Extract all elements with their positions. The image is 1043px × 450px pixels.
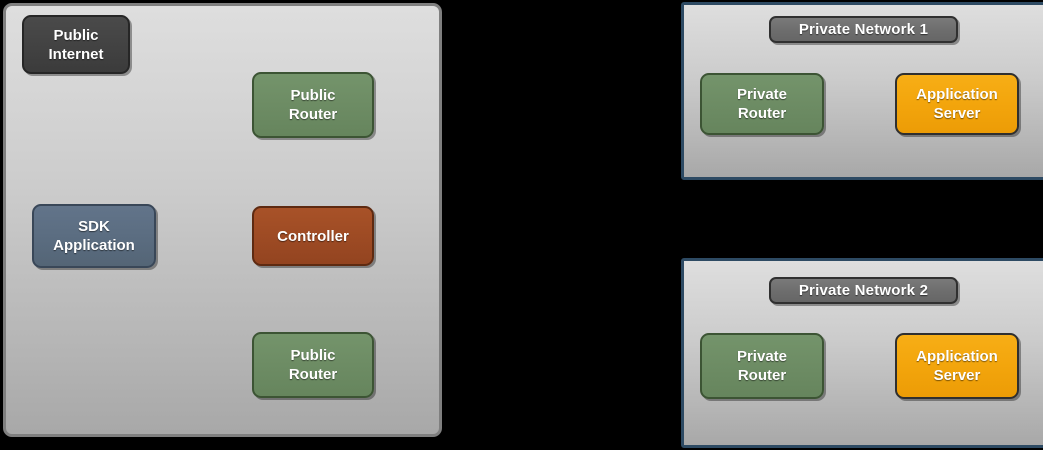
node-sdk-application[interactable]: SDK Application [32,204,156,268]
node-public-internet-label-line1: Public [53,26,99,44]
zone-title-private-network-1: Private Network 1 [769,16,958,43]
node-application-server-2-label-line2: Server [933,367,981,384]
node-application-server-2-label-line1: Application [916,348,998,365]
node-application-server-1-label-line1: Application [916,86,998,103]
node-private-router-2[interactable]: Private Router [700,333,824,399]
node-public-router-top-label-line2: Router [288,106,338,123]
node-private-router-1-label-line2: Router [737,105,787,122]
zone-private-network-1[interactable]: Private Network 1 Private Router Applica… [681,2,1043,180]
node-private-router-1[interactable]: Private Router [700,73,824,135]
node-application-server-1[interactable]: Application Server [895,73,1019,135]
node-sdk-application-label-line1: SDK [78,218,110,235]
node-private-router-2-label-line1: Private [736,348,788,365]
zone-private-network-2[interactable]: Private Network 2 Private Router Applica… [681,258,1043,448]
node-public-router-top[interactable]: Public Router [252,72,374,138]
node-private-router-2-label-line2: Router [737,367,787,384]
node-public-router-bottom-label-line1: Public [290,347,336,364]
node-public-router-bottom-label-line2: Router [288,366,338,383]
node-public-router-bottom[interactable]: Public Router [252,332,374,398]
zone-title-private-network-2: Private Network 2 [769,277,958,304]
node-private-router-1-label-line1: Private [736,86,788,103]
node-application-server-1-label-line2: Server [933,105,981,122]
node-public-internet-label-line2: Internet [48,45,104,63]
node-sdk-application-label-line2: Application [53,237,135,254]
node-controller-label-line1: Controller [277,227,349,245]
zone-public-internet[interactable]: Public Internet Public Router SDK Applic… [3,3,442,437]
node-application-server-2[interactable]: Application Server [895,333,1019,399]
node-controller[interactable]: Controller [252,206,374,266]
node-public-internet[interactable]: Public Internet [22,15,130,74]
node-public-router-top-label-line1: Public [290,87,336,104]
